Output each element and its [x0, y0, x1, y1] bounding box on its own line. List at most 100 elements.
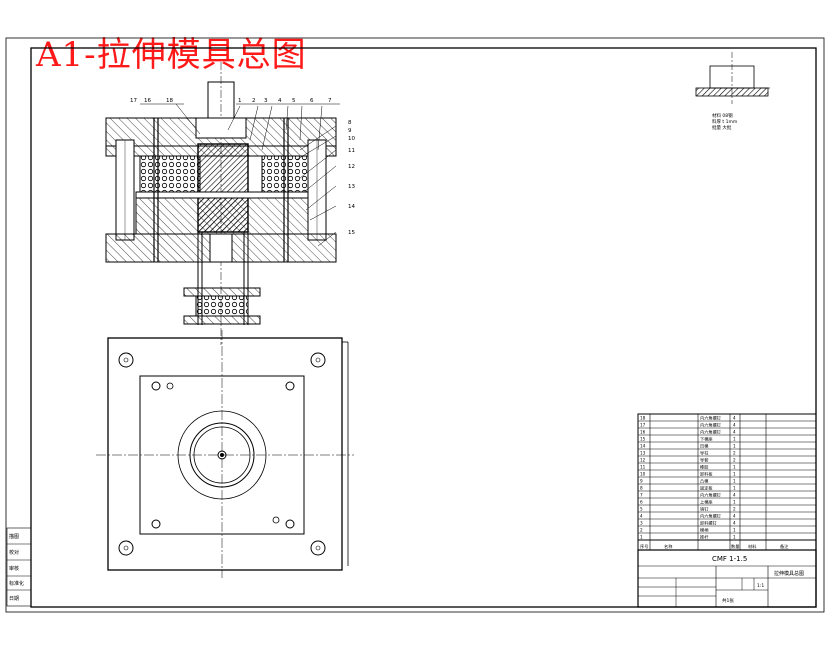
buffer-rubber	[195, 295, 249, 317]
parts-cell-name: 凸模	[700, 477, 709, 484]
callout-leaders	[140, 103, 340, 247]
parts-cell-name: 橡胶	[700, 463, 708, 470]
callout-2: 2	[252, 98, 256, 104]
callout-1: 1	[238, 98, 242, 104]
parts-cell-name: 导套	[700, 456, 709, 463]
callout-16: 16	[144, 98, 151, 104]
parts-cell-name: 凹模	[700, 442, 709, 449]
product-name: 拉伸模具总图	[774, 570, 804, 577]
parts-list	[637, 413, 817, 551]
header-material: 材料	[748, 543, 757, 550]
parts-cell-no: 3	[640, 520, 643, 525]
outer-border	[5, 37, 825, 613]
callout-11: 11	[348, 148, 355, 154]
parts-cell-no: 15	[640, 436, 646, 441]
parts-cell-qty: 4	[733, 492, 736, 497]
sheet-count: 共1张	[722, 597, 734, 604]
rubber-left	[139, 155, 201, 193]
parts-cell-qty: 1	[733, 485, 736, 490]
callout-18: 18	[166, 98, 173, 104]
parts-cell-no: 1	[640, 534, 643, 539]
parts-cell-qty: 1	[733, 464, 736, 469]
parts-cell-no: 7	[640, 492, 643, 497]
parts-cell-qty: 4	[733, 520, 736, 525]
callout-13: 13	[348, 184, 355, 190]
parts-cell-name: 卸料板	[700, 470, 713, 477]
left-label-3: 标准化	[9, 580, 24, 587]
parts-cell-no: 9	[640, 478, 643, 483]
parts-cell-qty: 2	[733, 450, 736, 455]
parts-header: 序号 名称 数量 材料 备注	[640, 543, 789, 550]
callout-10: 10	[348, 136, 355, 142]
parts-cell-name: 上模座	[700, 498, 713, 505]
parts-cell-qty: 2	[733, 457, 736, 462]
parts-cell-no: 10	[640, 471, 646, 476]
header-remark: 备注	[780, 543, 789, 550]
parts-cell-name: 导柱	[700, 449, 709, 456]
parts-cell-name: 内六角螺钉	[700, 512, 722, 519]
buffer-top-plate	[183, 287, 261, 297]
callout-15: 15	[348, 230, 355, 236]
front-section-view	[105, 62, 337, 345]
parts-cell-no: 11	[640, 464, 646, 469]
parts-cell-name: 下模座	[700, 435, 713, 442]
parts-cell-qty: 1	[733, 527, 736, 532]
left-stamp-boxes	[6, 527, 32, 607]
parts-cell-qty: 1	[733, 534, 736, 539]
part-detail-view	[695, 52, 770, 104]
parts-cell-name: 模柄	[700, 526, 708, 533]
parts-cell-no: 17	[640, 422, 646, 427]
parts-cell-no: 8	[640, 485, 643, 490]
parts-cell-qty: 4	[733, 429, 736, 434]
callout-12: 12	[348, 164, 355, 170]
parts-cell-qty: 4	[733, 415, 736, 420]
callout-17: 17	[130, 98, 137, 104]
parts-cell-no: 13	[640, 450, 646, 455]
parts-cell-no: 4	[640, 513, 643, 518]
callout-6: 6	[310, 98, 314, 104]
parts-cell-no: 12	[640, 457, 646, 462]
callout-9: 9	[348, 128, 352, 134]
callout-5: 5	[292, 98, 296, 104]
parts-cell-qty: 1	[733, 499, 736, 504]
title-block	[637, 549, 817, 608]
parts-cell-no: 6	[640, 499, 643, 504]
drawing-scale: 1:1	[757, 583, 764, 589]
parts-cell-qty: 1	[733, 478, 736, 483]
parts-cell-qty: 4	[733, 422, 736, 427]
drawing-number: CMF 1-1.5	[712, 555, 747, 563]
parts-cell-no: 18	[640, 415, 646, 420]
parts-cell-no: 16	[640, 429, 646, 434]
parts-cell-name: 销钉	[700, 505, 709, 512]
buffer-bottom-plate	[183, 315, 261, 325]
parts-cell-no: 2	[640, 527, 643, 532]
callout-7: 7	[328, 98, 332, 104]
parts-cell-name: 内六角螺钉	[700, 421, 722, 428]
parts-cell-qty: 1	[733, 443, 736, 448]
parts-cell-no: 14	[640, 443, 646, 448]
parts-cell-name: 内六角螺钉	[700, 414, 722, 421]
inner-border	[30, 47, 817, 608]
parts-cell-name: 固定板	[700, 484, 713, 491]
callout-8: 8	[348, 120, 352, 126]
parts-cell-name: 内六角螺钉	[700, 428, 722, 435]
top-plan-view	[96, 330, 354, 578]
drawing-title: A1-拉伸模具总图	[36, 35, 307, 75]
part-note-1: 料厚 t 1mm	[712, 118, 737, 125]
parts-cell-qty: 2	[733, 506, 736, 511]
parts-cell-name: 卸料螺钉	[700, 519, 718, 526]
parts-cell-name: 内六角螺钉	[700, 491, 722, 498]
part-note-2: 批量 大批	[712, 124, 732, 131]
parts-cell-qty: 1	[733, 471, 736, 476]
callout-14: 14	[348, 204, 355, 210]
parts-cell-qty: 1	[733, 436, 736, 441]
header-qty: 数量	[731, 543, 739, 550]
part-note-0: 材料 08钢	[712, 112, 733, 119]
callout-numbers: 17 16 18 1 2 3 4 5 6 7 8 9 10 11 12 13 1…	[130, 98, 355, 236]
header-no: 序号	[640, 543, 648, 550]
rubber-right	[261, 155, 309, 193]
callout-3: 3	[264, 98, 268, 104]
parts-cell-qty: 4	[733, 513, 736, 518]
